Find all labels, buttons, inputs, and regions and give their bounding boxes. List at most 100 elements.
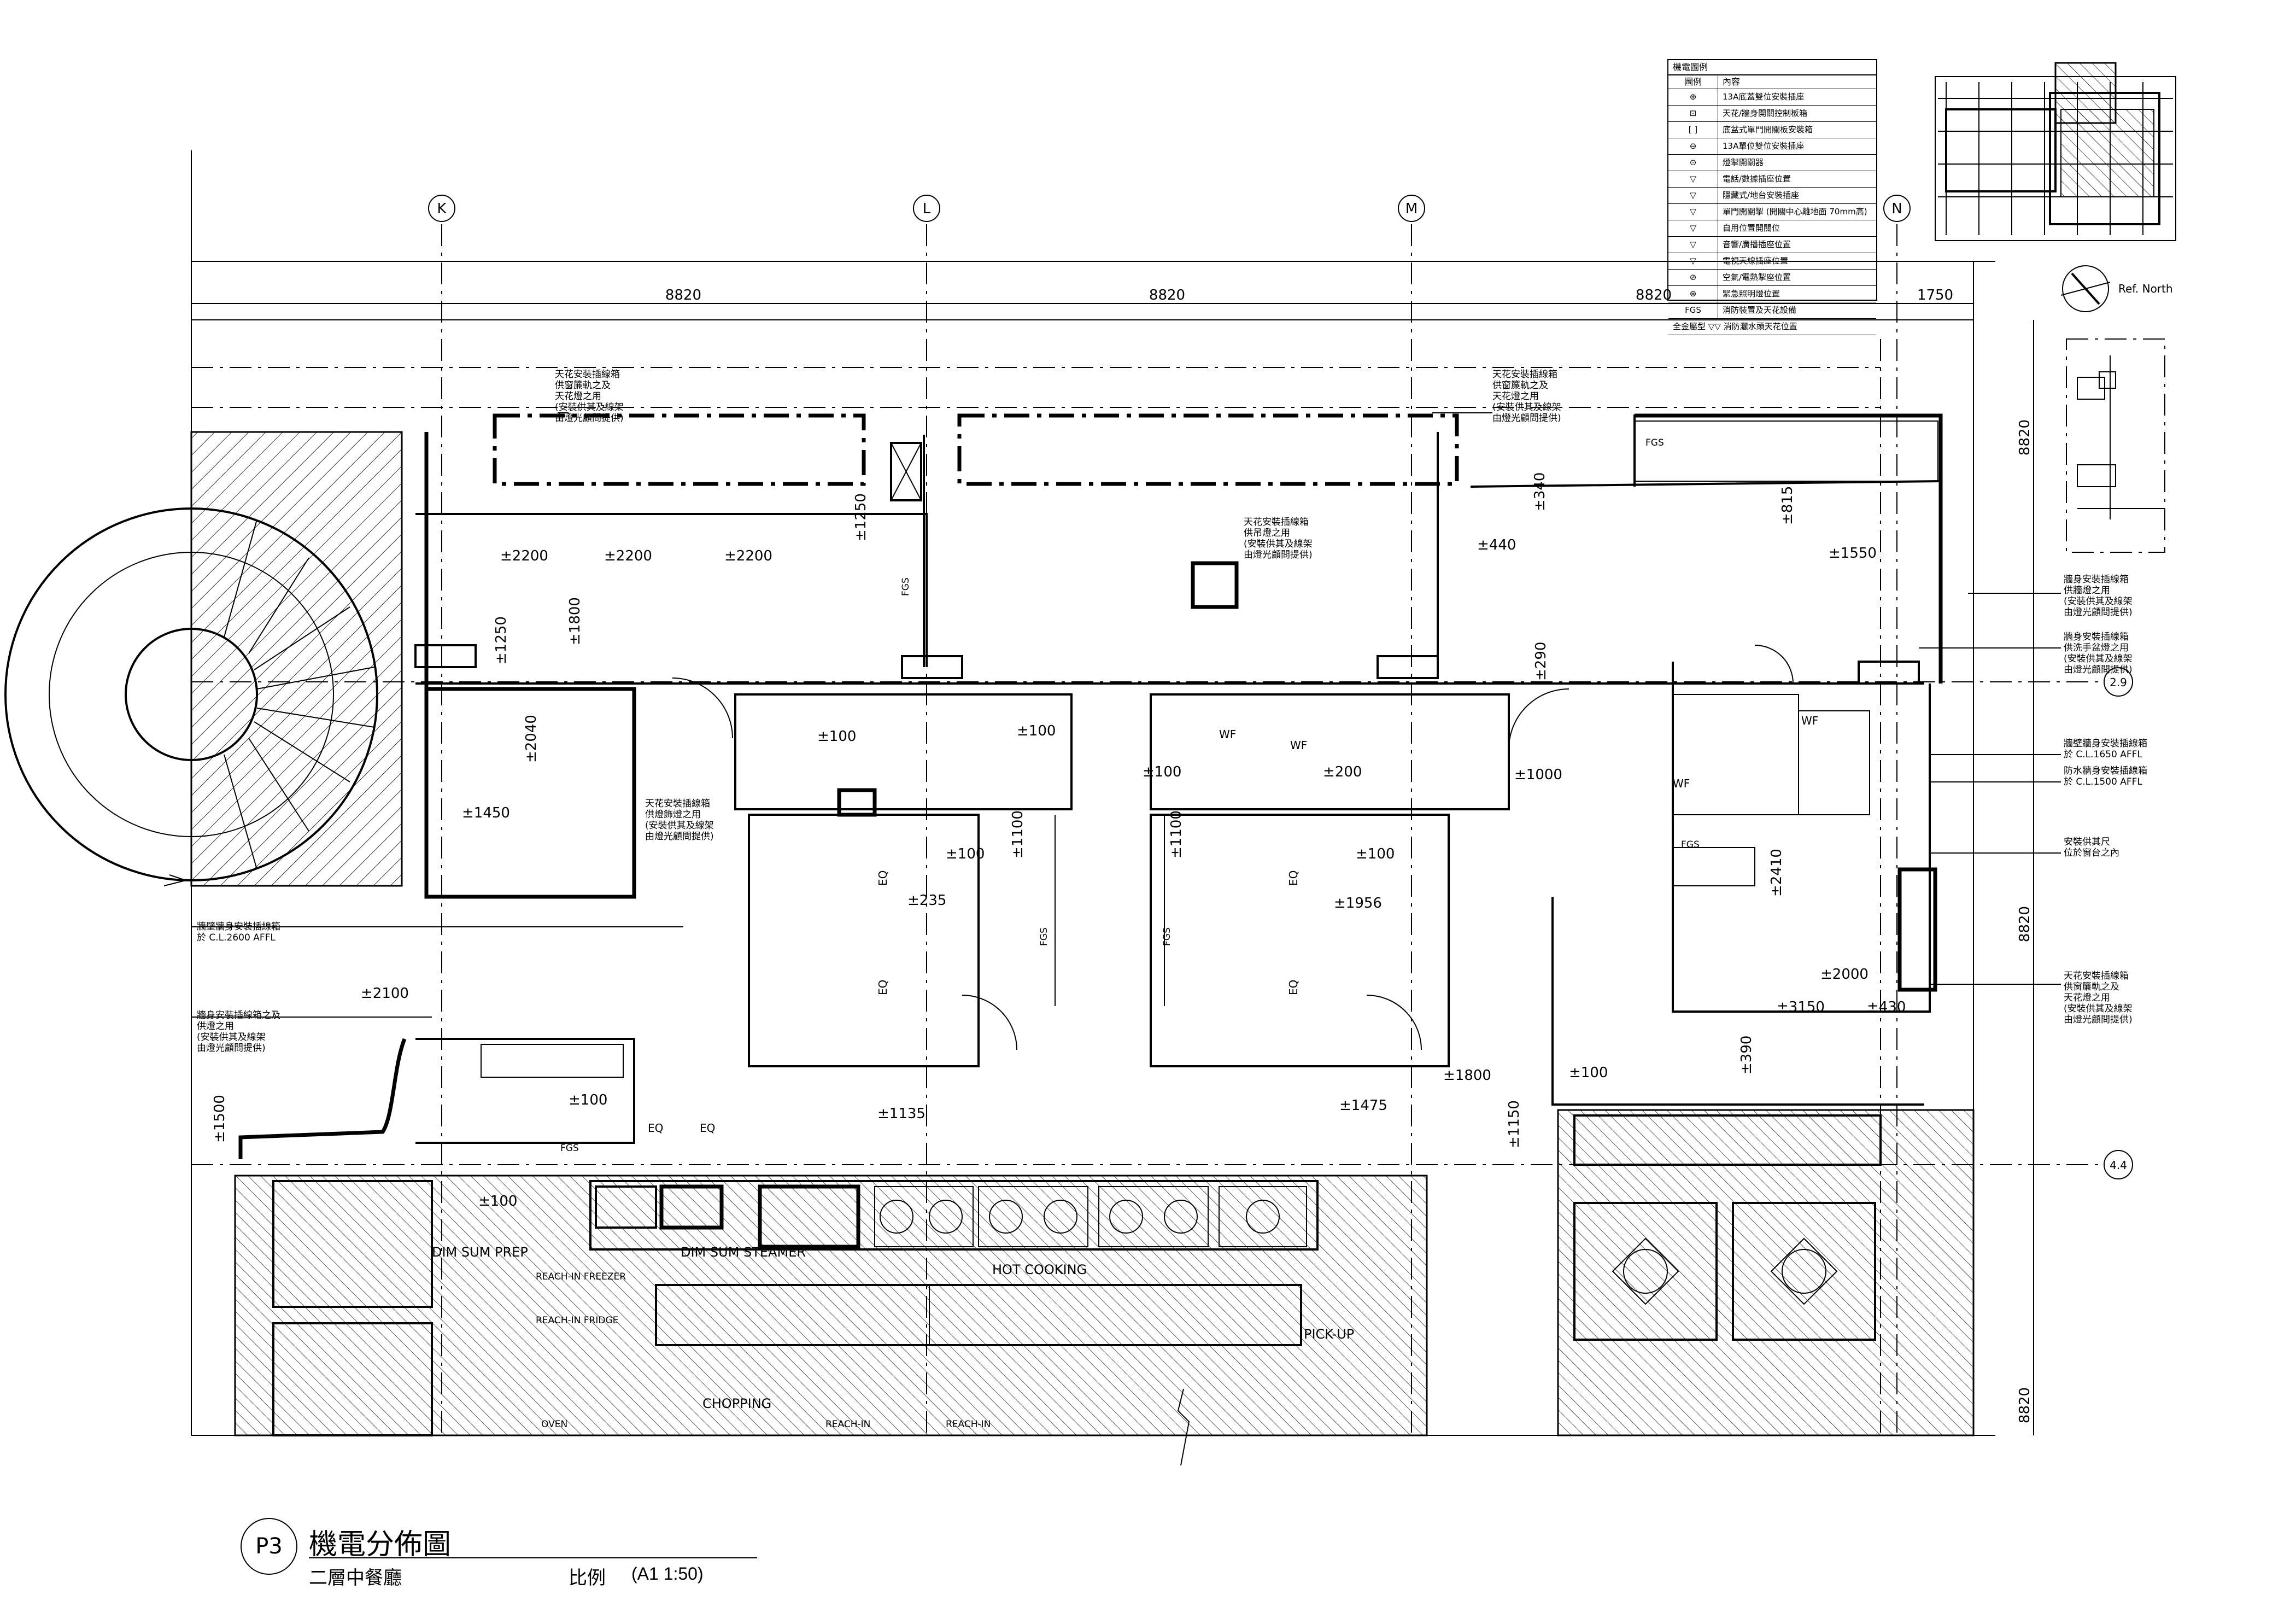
svg-text:EQ: EQ [700,1121,715,1135]
legend-row: ⊕13A底蓋雙位安裝插座 [1668,89,1876,106]
legend-symbol: ⊙ [1668,155,1718,171]
svg-text:±1100: ±1100 [1168,810,1185,858]
svg-text:OVEN: OVEN [541,1419,567,1430]
svg-text:±100: ±100 [478,1193,517,1210]
svg-text:8820: 8820 [665,287,701,303]
legend-desc: 底盆式單門開關板安裝箱 [1723,125,1813,135]
svg-text:EQ: EQ [876,980,889,995]
legend-header: 圖例 內容 [1668,75,1876,89]
legend-symbol: ⊛ [1668,286,1718,302]
detail-sketch [2066,338,2165,553]
grid-bubble-2-9: 2.9 [2104,667,2133,697]
legend-table: 機電圖例 圖例 內容 ⊕13A底蓋雙位安裝插座⊡天花/牆身開關控制板箱[ ]底盆… [1667,59,1877,335]
svg-text:HOT COOKING: HOT COOKING [992,1262,1087,1277]
svg-text:±815: ±815 [1779,486,1796,525]
scale-value: (A1 1:50) [631,1564,704,1584]
svg-text:±100: ±100 [569,1092,607,1108]
note-n10: 防水牆身安裝插線箱於 C.L.1500 AFFL [2064,766,2147,787]
svg-text:REACH-IN FREEZER: REACH-IN FREEZER [536,1271,626,1282]
legend-symbol: ▽ [1668,171,1718,187]
legend-desc: 消防裝置及天花設備 [1723,305,1797,315]
svg-text:8820: 8820 [2017,906,2033,942]
legend-row: [ ] 底盆式單門開關板安裝箱 [1668,122,1876,138]
svg-text:±2100: ±2100 [361,985,409,1002]
sheet-subtitle: 二層中餐廳 [309,1567,402,1589]
scale-label: 比例 [569,1567,606,1589]
svg-text:±1800: ±1800 [1443,1067,1491,1084]
svg-text:DIM SUM PREP: DIM SUM PREP [432,1245,528,1260]
kitchen-area [234,1109,1975,1436]
svg-text:WF: WF [1290,739,1307,752]
legend-symbol: ▽ [1668,237,1718,253]
svg-text:±1250: ±1250 [493,616,509,664]
legend-row: ▽ 電話/數據插座位置 [1668,171,1876,188]
right-rooms [1551,645,1931,1106]
svg-text:PICK-UP: PICK-UP [1304,1327,1354,1342]
legend-symbol: ⊘ [1668,270,1718,285]
svg-text:FGS: FGS [560,1143,579,1154]
legend-row: ▽電視天線插座位置 [1668,253,1876,270]
legend-desc: 燈掣開關器 [1723,157,1764,167]
svg-text:FGS: FGS [1645,437,1664,448]
svg-text:FGS: FGS [1681,839,1700,850]
svg-text:±235: ±235 [907,892,946,909]
leader-lines [191,412,2061,1018]
legend-footer: 全金屬型 ▽▽ 消防灑水頭天花位置 [1668,319,1876,335]
room-labels: DIM SUM PREP DIM SUM STEAMER HOT COOKING… [432,437,1818,1430]
svg-text:±1150: ±1150 [1506,1100,1522,1148]
svg-text:±100: ±100 [946,846,985,862]
svg-text:±1800: ±1800 [567,597,583,645]
legend-symbol: ⊖ [1668,138,1718,154]
svg-text:±1135: ±1135 [877,1106,926,1122]
svg-text:±100: ±100 [1356,846,1395,862]
svg-text:WF: WF [1801,714,1818,727]
svg-text:REACH-IN: REACH-IN [946,1419,991,1430]
svg-text:±2000: ±2000 [1820,966,1869,983]
note-n3: 天花安裝插線箱供吊燈之用(安裝供其及線架由燈光顧問提供) [1244,517,1313,560]
legend-desc: 緊急照明燈位置 [1723,289,1780,299]
legend-symbol: ▽ [1668,188,1718,203]
svg-text:±430: ±430 [1867,999,1906,1015]
svg-text:N: N [1891,201,1902,217]
legend-symbol: ⊡ [1668,106,1718,121]
legend-desc: 13A底蓋雙位安裝插座 [1723,92,1805,102]
central-rooms [672,677,1569,1067]
side-span-dimensions: 8820 8820 8820 [2017,320,2034,1435]
note-n4: 天花安裝插線箱供燈飾燈之用(安裝供其及線架由燈光顧問提供) [645,798,714,842]
legend-row: ▽ 隱藏式/地台安裝插座 [1668,188,1876,204]
svg-text:±1000: ±1000 [1514,767,1562,783]
legend-desc: 隱藏式/地台安裝插座 [1723,190,1800,200]
sheet-title: 機電分佈圖 [309,1528,452,1561]
svg-text:EQ: EQ [1287,980,1300,995]
svg-text:EQ: EQ [876,871,889,886]
title-rule [309,1557,757,1558]
svg-text:8820: 8820 [1636,287,1672,303]
legend-row: ▽音響/廣播插座位置 [1668,237,1876,253]
legend-row: FGS 消防裝置及天花設備 [1668,302,1876,319]
svg-text:±100: ±100 [1017,723,1056,739]
legend-row: ▽自用位置開關位 [1668,220,1876,237]
title-block: P3 機電分佈圖 二層中餐廳 比例 (A1 1:50) [241,1509,897,1597]
svg-text:CHOPPING: CHOPPING [702,1396,771,1411]
legend-desc: 單門開關掣 (開關中心離地面 70mm高) [1723,207,1867,217]
svg-text:4.4: 4.4 [2110,1159,2127,1172]
grid-bubble-n: N [1883,195,1911,222]
svg-text:±1475: ±1475 [1339,1097,1387,1114]
svg-text:±440: ±440 [1477,537,1516,553]
legend-symbol: ▽ [1668,220,1718,236]
grid-bubble-l: L [913,195,940,222]
legend-row: ▽單門開關掣 (開關中心離地面 70mm高) [1668,204,1876,220]
svg-text:WF: WF [1673,777,1690,790]
legend-symbol: FGS [1668,302,1718,318]
svg-text:FGS: FGS [1162,927,1173,946]
note-n7: 牆壁牆身安裝插線箱於 C.L.2600 AFFL [197,921,280,943]
legend-row: ⊛ 緊急照明燈位置 [1668,286,1876,302]
svg-text:8820: 8820 [2017,1387,2033,1423]
legend-desc: 電話/數據插座位置 [1723,174,1791,184]
legend-symbol: [ ] [1668,122,1718,138]
svg-text:M: M [1405,201,1418,217]
north-arrow-icon: Ref. North [2060,265,2173,312]
note-n12: 天花安裝插線箱供窗簾軌之及天花燈之用(安裝供其及線架由燈光顧問提供) [2064,971,2133,1025]
legend-header-desc: 內容 [1723,77,1741,87]
top-span-dimensions: 8820 8820 8820 1750 [191,287,1973,304]
